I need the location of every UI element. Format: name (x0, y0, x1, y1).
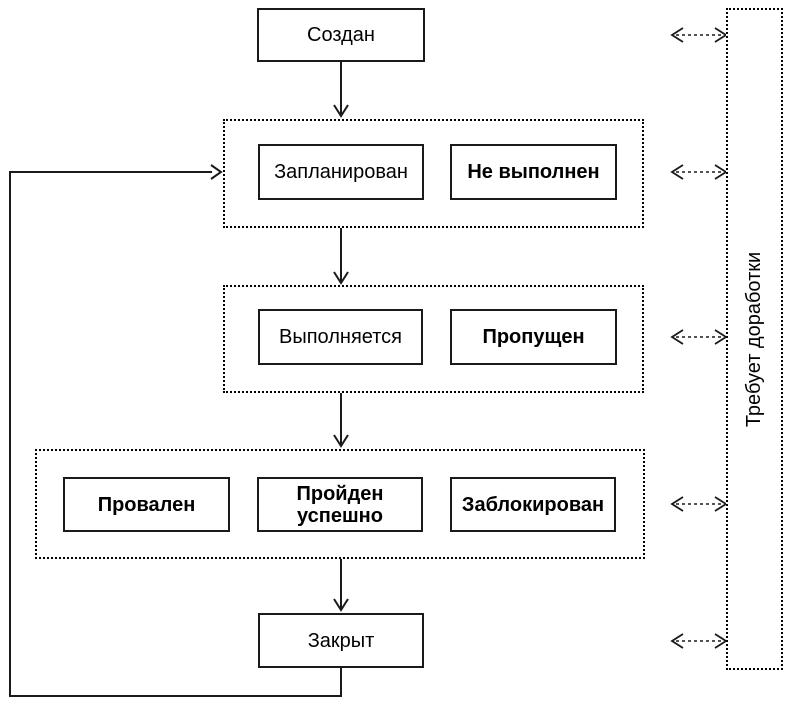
dashed-arrow-row3-rework (670, 496, 728, 512)
state-label-executing: Выполняется (279, 326, 402, 348)
state-label-planned: Запланирован (274, 161, 408, 183)
arrow-row2-to-row3 (333, 393, 349, 448)
arrow-created-to-row1 (333, 62, 349, 118)
arrow-closed-loop-to-row1 (9, 164, 342, 697)
dashed-arrow-created-rework (670, 27, 728, 43)
state-label-skipped: Пропущен (482, 326, 585, 348)
state-label-rework: Требует доработки (743, 251, 765, 427)
state-box-skipped: Пропущен (450, 309, 617, 365)
state-label-created: Создан (307, 24, 375, 46)
state-box-created: Создан (257, 8, 425, 62)
state-label-closed: Закрыт (307, 629, 375, 652)
arrow-row3-to-closed (333, 559, 349, 612)
state-box-executing: Выполняется (258, 309, 423, 365)
group-row-executing (223, 285, 644, 393)
group-row-planned (223, 119, 644, 228)
state-box-passed: Пройден успешно (257, 477, 423, 532)
state-label-blocked: Заблокирован (461, 493, 605, 516)
state-label-passed: Пройден успешно (296, 482, 384, 527)
dashed-arrow-row1-rework (670, 164, 728, 180)
state-box-closed: Закрыт (258, 613, 424, 668)
state-box-blocked: Заблокирован (450, 477, 616, 532)
state-box-planned: Запланирован (258, 144, 424, 200)
state-box-not-executed: Не выполнен (450, 144, 617, 200)
dashed-arrow-row2-rework (670, 329, 728, 345)
arrow-row1-to-row2 (333, 228, 349, 285)
state-box-rework: Требует доработки (726, 8, 783, 670)
state-label-failed: Провален (97, 493, 196, 516)
state-box-failed: Провален (63, 477, 230, 532)
group-row-results (35, 449, 645, 559)
dashed-arrow-closed-rework (670, 633, 728, 649)
state-label-not-executed: Не выполнен (467, 161, 600, 183)
